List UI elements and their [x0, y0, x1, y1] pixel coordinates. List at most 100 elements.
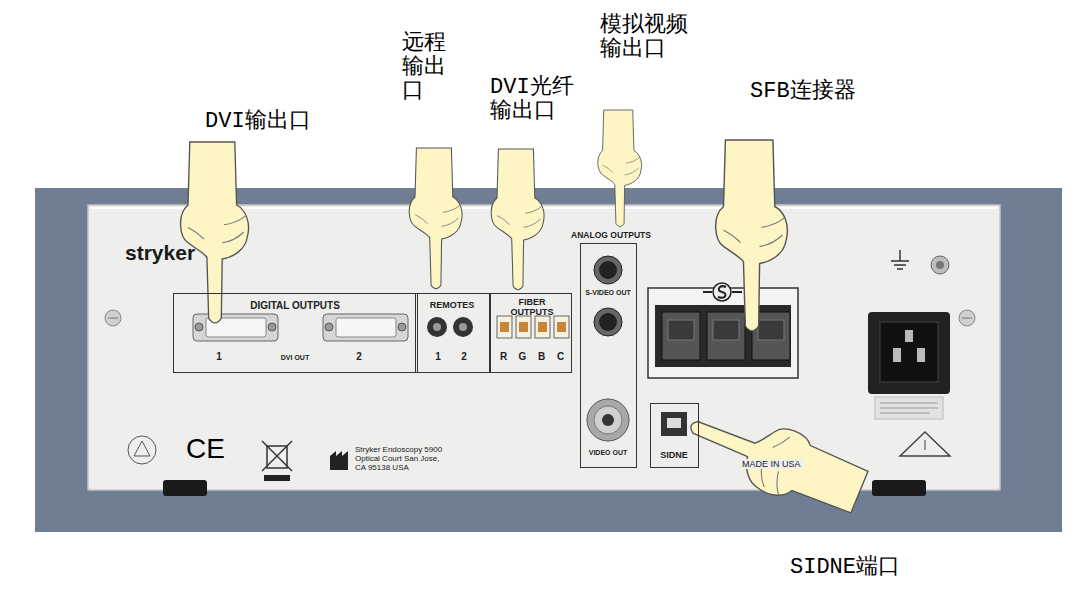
channel-letter: R — [496, 351, 511, 363]
callout-text: DVI光纤输出口 — [490, 76, 586, 124]
bnc-connector — [602, 414, 614, 426]
callout-text: DVI输出口 — [205, 110, 311, 134]
port-number: 1 — [428, 351, 448, 363]
sfb-connector — [668, 320, 694, 340]
pointing-hand — [181, 142, 249, 323]
power-inlet — [893, 348, 901, 362]
port-group: REMOTES12 — [415, 293, 490, 373]
panel-screw — [108, 318, 118, 319]
sfb-connector — [662, 312, 700, 360]
sfb-connector — [713, 283, 731, 301]
fiber-port — [538, 322, 547, 332]
ground-screw — [931, 256, 949, 274]
channel-letter: B — [534, 351, 549, 363]
warning-triangle — [925, 440, 926, 450]
fiber-port — [516, 316, 531, 338]
s-video-connector — [599, 261, 617, 279]
port-label: SIDNE — [651, 450, 697, 460]
ground-symbol — [891, 260, 909, 262]
ground-screw — [931, 256, 949, 274]
port-group: FIBER OUTPUTSRGBC — [490, 293, 572, 373]
usb-port — [661, 412, 687, 436]
pointing-hand — [598, 110, 642, 227]
power-inlet — [905, 330, 913, 342]
panel-screw — [959, 310, 975, 326]
dvi-connector — [323, 314, 408, 341]
fiber-port — [497, 316, 569, 338]
callout-text: 模拟视频输出口 — [600, 14, 692, 62]
bnc-connector — [587, 399, 629, 441]
port-label: VIDEO OUT — [581, 449, 635, 457]
callout-text: SIDNE端口 — [790, 556, 900, 580]
usb-port — [667, 418, 681, 428]
origin-note: MADE IN USA — [740, 459, 803, 469]
sfb-connector — [718, 286, 726, 297]
certification-mark — [128, 436, 156, 464]
port-number: 2 — [349, 351, 369, 363]
group-heading: ANALOG OUTPUTS — [549, 231, 673, 241]
pointing-hand — [678, 394, 871, 526]
fiber-port — [554, 316, 569, 338]
callout-text: 远程输出口 — [402, 32, 448, 105]
remote-jack — [459, 323, 467, 331]
power-inlet — [880, 408, 938, 409]
ground-screw — [936, 261, 944, 269]
recycling-bin-symbol — [264, 475, 290, 481]
dvi-connector — [325, 323, 333, 331]
power-inlet — [868, 312, 950, 394]
port-group: SIDNE — [650, 403, 699, 468]
ground-symbol — [899, 250, 901, 261]
group-heading: DIGITAL OUTPUTS — [174, 300, 416, 312]
fiber-port — [500, 322, 509, 332]
channel-letter: C — [553, 351, 568, 363]
dvi-connector — [268, 323, 276, 331]
sfb-connector — [707, 312, 745, 360]
fiber-port — [535, 316, 550, 338]
remote-jack — [433, 323, 441, 331]
fiber-port — [557, 322, 566, 332]
port-group: ANALOG OUTPUTSS-VIDEO OUTVIDEO OUT — [580, 243, 637, 468]
warning-triangle — [900, 432, 950, 456]
device-foot — [163, 480, 207, 496]
power-inlet — [880, 322, 938, 382]
dvi-connector — [193, 314, 278, 341]
ground-symbol — [891, 250, 909, 269]
recycling-bin-symbol — [262, 441, 292, 471]
bnc-connector — [587, 399, 629, 441]
power-inlet — [917, 348, 925, 362]
dvi-connector — [336, 318, 396, 337]
sfb-connector — [655, 305, 791, 367]
sfb-connector — [758, 320, 784, 340]
manufacturer-symbol — [330, 451, 348, 470]
brand-logo: stryker — [125, 241, 195, 265]
recycling-bin-symbol — [262, 441, 292, 481]
port-group: DIGITAL OUTPUTS1DVI OUT2 — [173, 293, 418, 373]
port-label: S-VIDEO OUT — [581, 289, 635, 297]
pointing-hand — [716, 140, 788, 331]
certification-mark — [128, 436, 156, 464]
callout-text: SFB连接器 — [750, 80, 856, 104]
recycling-bin-symbol — [262, 441, 292, 471]
certification-mark — [134, 441, 150, 456]
port-label: DVI OUT — [265, 354, 325, 362]
panel-screw — [962, 318, 972, 319]
s-video-connector — [594, 308, 622, 336]
ground-symbol — [897, 268, 903, 270]
s-video-connector — [599, 313, 617, 331]
manufacturer-symbol — [330, 451, 348, 470]
ce-mark: CE — [186, 434, 225, 465]
sfb-connector — [648, 283, 798, 378]
bnc-connector — [594, 406, 622, 434]
panel-screw — [105, 310, 121, 326]
power-inlet — [868, 312, 950, 419]
manufacturer-address: Stryker Endoscopy 5900 Optical Court San… — [355, 445, 451, 473]
ground-symbol — [894, 264, 906, 266]
power-inlet — [880, 403, 938, 404]
dvi-connector — [195, 323, 203, 331]
remote-jack — [453, 317, 473, 337]
dvi-connector — [193, 314, 408, 341]
channel-letter: G — [515, 351, 530, 363]
sfb-connector — [703, 291, 712, 293]
power-inlet — [875, 397, 943, 419]
